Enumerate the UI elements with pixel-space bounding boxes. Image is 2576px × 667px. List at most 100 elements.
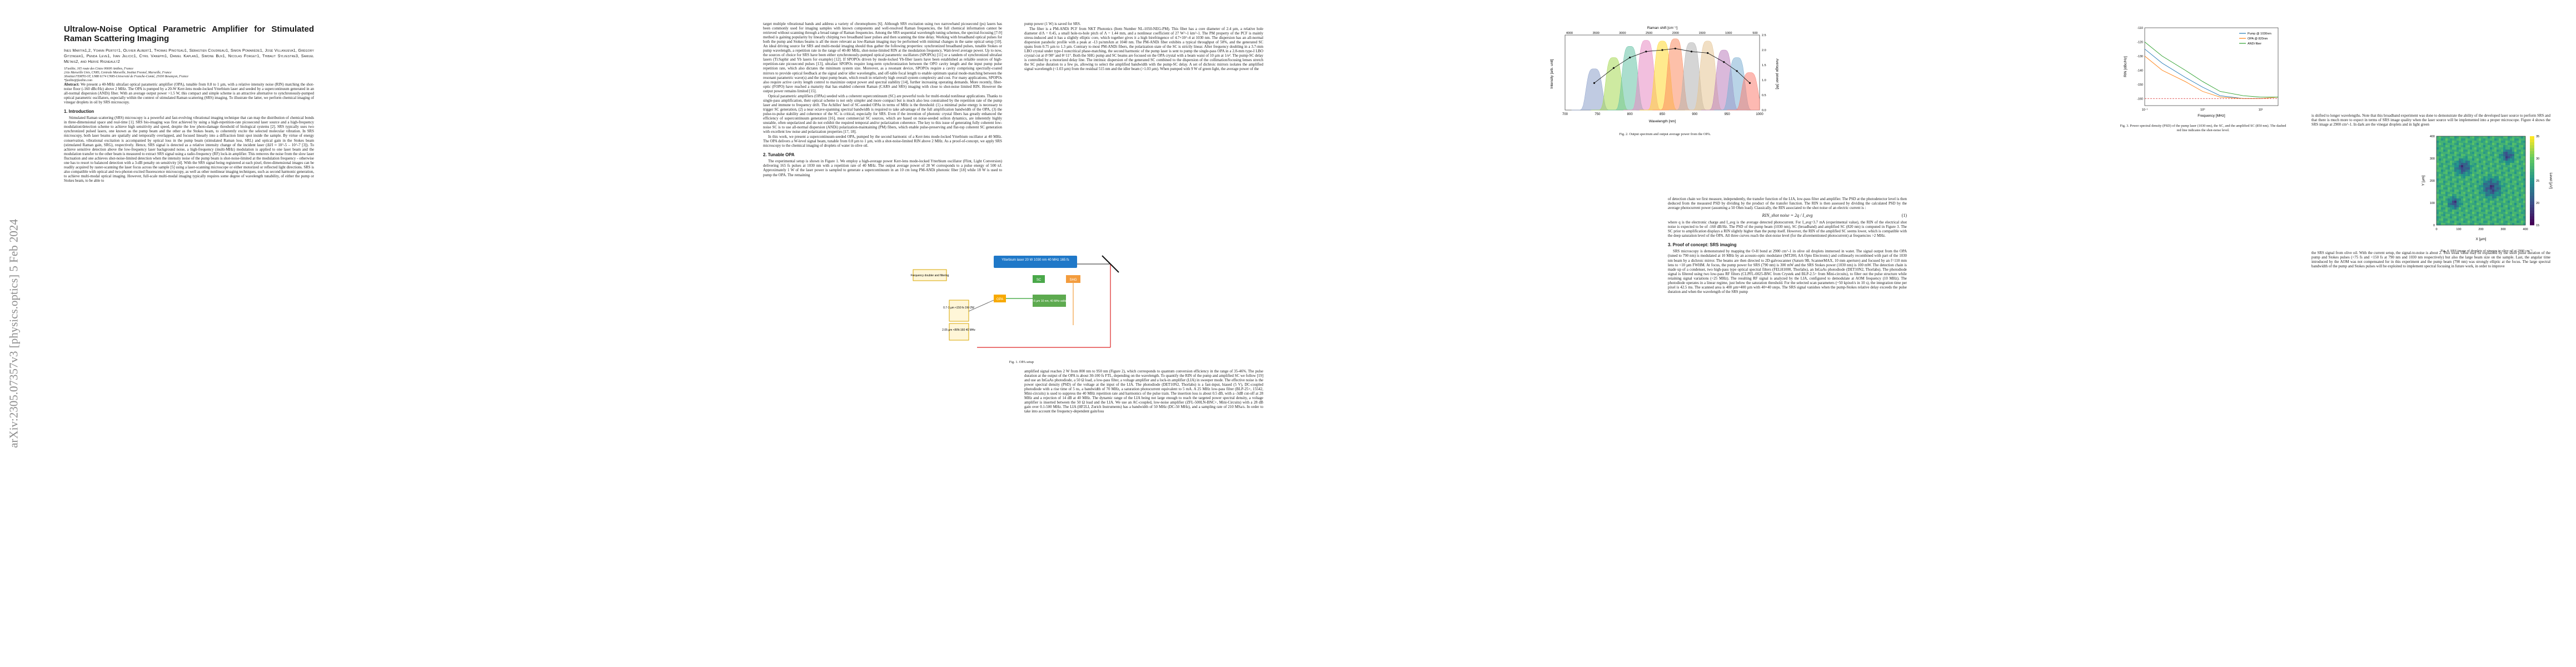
heatmap-cell — [2519, 158, 2522, 161]
heatmap-cell — [2485, 141, 2488, 143]
heatmap-cell — [2523, 210, 2526, 212]
heatmap-cell — [2517, 207, 2519, 210]
heatmap-cell — [2490, 218, 2493, 221]
heatmap-cell — [2503, 190, 2506, 192]
heatmap-cell — [2454, 205, 2457, 208]
heatmap-cell — [2448, 176, 2450, 179]
heatmap-cell — [2510, 138, 2513, 141]
heatmap-cell — [2503, 201, 2506, 203]
heatmap-cell — [2465, 141, 2468, 143]
page-2-column-right-lower: amplified signal reaches 2 W from 800 nm… — [1024, 370, 1263, 415]
heatmap-cell — [2461, 207, 2464, 210]
heatmap-cell — [2459, 163, 2462, 166]
heatmap-cell — [2461, 178, 2464, 181]
heatmap-cell — [2472, 203, 2475, 206]
heatmap-cell — [2510, 170, 2513, 172]
heatmap-cell — [2439, 170, 2442, 172]
heatmap-cell — [2499, 214, 2502, 217]
heatmap-cell — [2468, 187, 2470, 190]
heatmap-cell — [2481, 174, 2484, 177]
heatmap-cell — [2468, 214, 2470, 217]
heatmap-cell — [2490, 170, 2493, 172]
heatmap-cell — [2512, 152, 2515, 155]
x-tick-label: 300 — [2500, 228, 2505, 231]
heatmap-cell — [2459, 170, 2462, 172]
y-tick-label: -160 — [2137, 97, 2143, 101]
heatmap-cell — [2508, 190, 2510, 192]
heatmap-cell — [2488, 201, 2490, 203]
section-heading-tunable-opa: 2. Tunable OPA — [763, 152, 795, 158]
heatmap-cell — [2437, 158, 2439, 161]
heatmap-cell — [2494, 141, 2497, 143]
heatmap-cell — [2474, 147, 2477, 150]
heatmap-cell — [2485, 161, 2488, 163]
heatmap-cell — [2503, 141, 2506, 143]
heatmap-cell — [2512, 178, 2515, 181]
heatmap-cell — [2461, 138, 2464, 141]
heatmap-cell — [2508, 172, 2510, 175]
heatmap-cell — [2443, 212, 2446, 215]
heatmap-cell — [2512, 192, 2515, 195]
heatmap-cell — [2481, 154, 2484, 157]
heatmap-cell — [2510, 161, 2513, 163]
heatmap-cell — [2499, 145, 2502, 148]
heatmap-cell — [2517, 165, 2519, 168]
heatmap-cell — [2463, 156, 2466, 159]
heatmap-cell — [2492, 154, 2495, 157]
heatmap-cell — [2508, 158, 2510, 161]
heatmap-cell — [2512, 136, 2515, 139]
heatmap-cell — [2485, 154, 2488, 157]
heatmap-cell — [2510, 156, 2513, 159]
heatmap-cell — [2454, 181, 2457, 183]
heatmap-cell — [2452, 196, 2455, 199]
heatmap-cell — [2490, 192, 2493, 195]
heatmap-cell — [2441, 161, 2444, 163]
heatmap-cell — [2501, 218, 2504, 221]
heatmap-cell — [2488, 181, 2490, 183]
heatmap-cell — [2463, 176, 2466, 179]
heatmap-cell — [2510, 212, 2513, 215]
heatmap-cell — [2510, 178, 2513, 181]
heatmap-cell — [2437, 192, 2439, 195]
heatmap-cell — [2457, 185, 2459, 188]
heatmap-cell — [2437, 223, 2439, 226]
heatmap-cell — [2448, 138, 2450, 141]
heatmap-cell — [2443, 216, 2446, 219]
arxiv-stamp: arXiv:2305.07357v3 [physics.optics] 5 Fe… — [7, 219, 21, 448]
heatmap-cell — [2443, 141, 2446, 143]
heatmap-cell — [2514, 136, 2517, 139]
heatmap-cell — [2474, 185, 2477, 188]
heatmap-cell — [2490, 178, 2493, 181]
heatmap-cell — [2472, 147, 2475, 150]
heatmap-cell — [2521, 158, 2524, 161]
colorbar-segment — [2530, 181, 2534, 184]
heatmap-cell — [2472, 196, 2475, 199]
heatmap-cell — [2450, 194, 2453, 197]
heatmap-cell — [2470, 198, 2473, 201]
heatmap-cell — [2439, 158, 2442, 161]
heatmap-cell — [2505, 185, 2508, 188]
heatmap-cell — [2437, 221, 2439, 223]
heatmap-cell — [2494, 187, 2497, 190]
heatmap-cell — [2512, 221, 2515, 223]
heatmap-cell — [2472, 223, 2475, 226]
heatmap-cell — [2441, 172, 2444, 175]
heatmap-cell — [2494, 163, 2497, 166]
heatmap-cell — [2474, 223, 2477, 226]
heatmap-cell — [2468, 192, 2470, 195]
heatmap-cell — [2512, 207, 2515, 210]
heatmap-cell — [2523, 150, 2526, 152]
heatmap-cell — [2441, 174, 2444, 177]
heatmap-cell — [2501, 223, 2504, 226]
heatmap-cell — [2443, 161, 2446, 163]
heatmap-cell — [2497, 147, 2499, 150]
heatmap-cell — [2519, 212, 2522, 215]
heatmap-cell — [2443, 185, 2446, 188]
heatmap-cell — [2490, 158, 2493, 161]
heatmap-cell — [2448, 167, 2450, 170]
heatmap-cell — [2474, 210, 2477, 212]
heatmap-cell — [2459, 154, 2462, 157]
top-tick-label: 3000 — [1619, 32, 1626, 35]
top-tick-label: 4000 — [1566, 32, 1573, 35]
heatmap-cell — [2483, 167, 2486, 170]
